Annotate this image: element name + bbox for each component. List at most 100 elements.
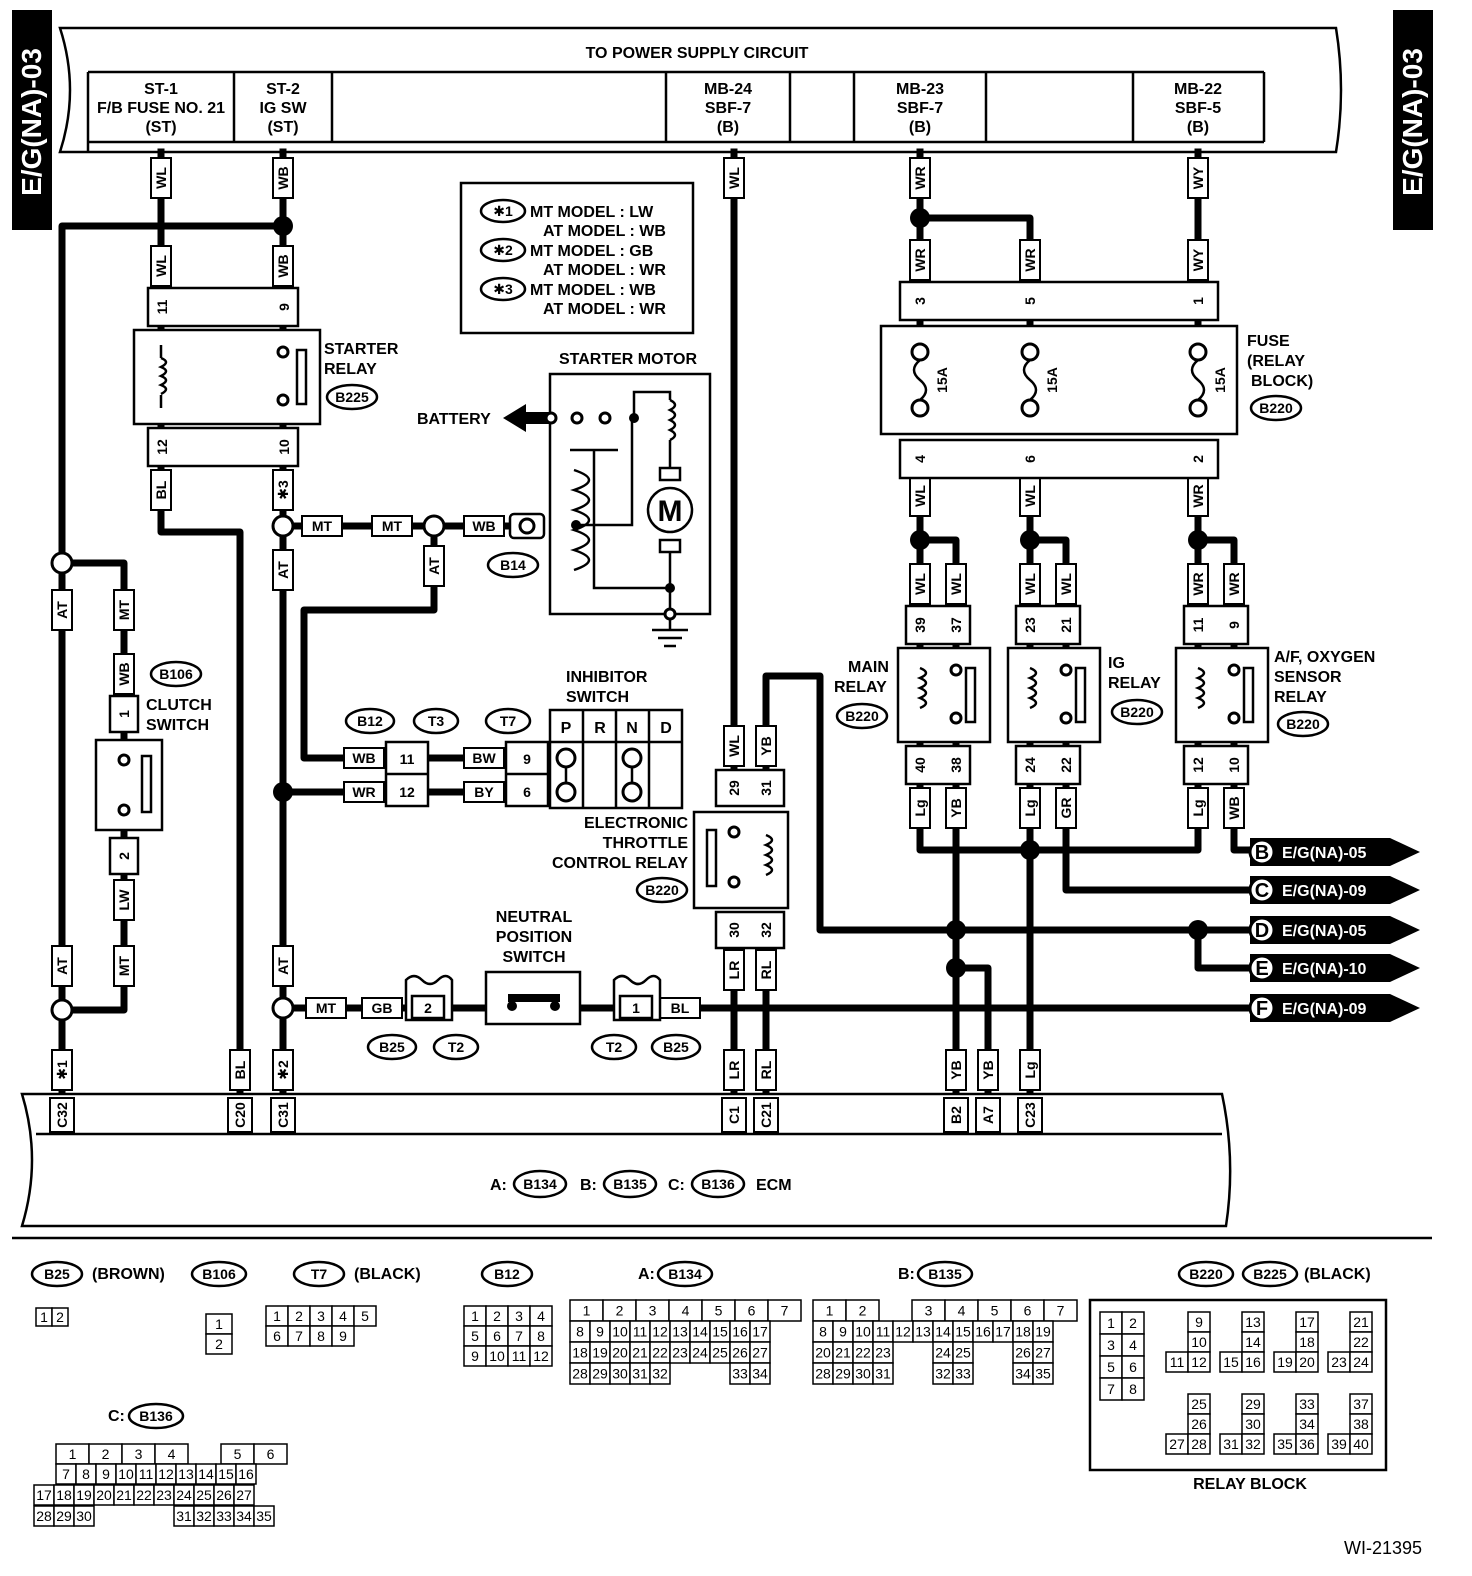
svg-text:B136: B136 <box>701 1176 735 1192</box>
connector-pin-number: 17 <box>1299 1314 1315 1330</box>
connector-pin <box>1241 1433 1265 1455</box>
connector-pin-number: 30 <box>1245 1416 1261 1432</box>
svg-text:BATTERY: BATTERY <box>417 411 491 428</box>
svg-text:RELAY BLOCK: RELAY BLOCK <box>1193 1476 1307 1493</box>
svg-text:STARTER: STARTER <box>324 341 399 358</box>
connector-pin <box>1032 1362 1054 1385</box>
svg-text:MT: MT <box>116 599 132 620</box>
connector-pin-number: 36 <box>1299 1436 1315 1452</box>
side-label-right-text: E/G(NA)-03 <box>1397 48 1428 196</box>
output-references: B E/G(NA)-05 C E/G(NA)-09 D E/G(NA)-05 E… <box>1248 838 1420 1022</box>
connector-pin-number: 35 <box>1277 1436 1293 1452</box>
svg-text:WB: WB <box>275 166 291 189</box>
svg-text:21: 21 <box>1058 617 1074 633</box>
connector-pin-number: 20 <box>96 1487 112 1503</box>
svg-text:11: 11 <box>1190 617 1206 632</box>
svg-text:WB: WB <box>352 750 375 766</box>
connector-pin-number: 26 <box>1191 1416 1207 1432</box>
connector-pin-number: 14 <box>692 1324 708 1340</box>
connector-pin-number: 24 <box>692 1345 708 1361</box>
svg-text:E/G(NA)-05: E/G(NA)-05 <box>1282 845 1367 862</box>
connector-pin-number: 5 <box>234 1446 242 1462</box>
connector-pin-number: 22 <box>1353 1334 1369 1350</box>
connector-pin-number: 27 <box>236 1487 252 1503</box>
svg-text:BL: BL <box>153 480 169 499</box>
connector-pin-number: 17 <box>36 1487 52 1503</box>
svg-text:MT: MT <box>116 955 132 976</box>
svg-text:C:: C: <box>668 1177 685 1194</box>
connector-pin-number: 19 <box>1277 1354 1293 1370</box>
svg-text:✱3: ✱3 <box>493 281 513 297</box>
svg-text:INHIBITOR: INHIBITOR <box>566 669 648 686</box>
svg-text:CONTROL RELAY: CONTROL RELAY <box>552 855 688 872</box>
svg-text:A:: A: <box>638 1266 655 1283</box>
connector-pin-number: 14 <box>1245 1334 1261 1350</box>
connector-pin-number: 16 <box>238 1466 254 1482</box>
connector-pin-number: 28 <box>36 1508 52 1524</box>
svg-text:38: 38 <box>948 757 964 773</box>
svg-text:12: 12 <box>154 439 170 455</box>
svg-text:E/G(NA)-05: E/G(NA)-05 <box>1282 923 1367 940</box>
connector-pin-number: 27 <box>752 1345 768 1361</box>
svg-text:9: 9 <box>523 751 531 767</box>
svg-text:AT: AT <box>275 561 291 579</box>
svg-text:WB: WB <box>116 662 132 685</box>
svg-text:B220: B220 <box>845 708 879 724</box>
ps-st2-l2: IG SW <box>259 100 307 117</box>
svg-text:MT MODEL : WB: MT MODEL : WB <box>530 282 656 299</box>
svg-text:NEUTRAL: NEUTRAL <box>496 909 573 926</box>
connector-pin-number: 17 <box>995 1324 1011 1340</box>
svg-text:FUSE: FUSE <box>1247 333 1290 350</box>
svg-text:C:: C: <box>108 1408 125 1425</box>
connector-pin-number: 15 <box>218 1466 234 1482</box>
svg-text:C1: C1 <box>726 1106 742 1124</box>
svg-text:B134: B134 <box>668 1266 702 1282</box>
connector-pin-number: 14 <box>198 1466 214 1482</box>
connector-pin-number: 2 <box>493 1308 501 1324</box>
svg-text:GR: GR <box>1058 798 1074 819</box>
connector-pin-number: 2 <box>102 1446 110 1462</box>
svg-text:2: 2 <box>1190 455 1206 463</box>
svg-text:BW: BW <box>472 750 496 766</box>
connector-pin-number: 1 <box>273 1308 281 1324</box>
connector-pin-number: 10 <box>612 1324 628 1340</box>
connector-pin-number: 19 <box>76 1487 92 1503</box>
connector-pin-number: 7 <box>295 1328 303 1344</box>
connector-pin <box>1043 1299 1078 1322</box>
svg-text:BL: BL <box>671 1000 690 1016</box>
connector-pin-number: 4 <box>1129 1337 1137 1353</box>
connector-pin-number: 26 <box>1015 1345 1031 1361</box>
svg-text:23: 23 <box>1022 617 1038 633</box>
svg-text:(BLACK): (BLACK) <box>1304 1266 1371 1283</box>
connector-pin-number: 16 <box>732 1324 748 1340</box>
connector-pin-number: 7 <box>62 1466 70 1482</box>
svg-text:Lg: Lg <box>1022 1061 1038 1078</box>
connector-pin-number: 7 <box>781 1303 789 1319</box>
svg-text:31: 31 <box>758 780 774 796</box>
svg-text:YB: YB <box>980 1060 996 1079</box>
svg-text:B25: B25 <box>379 1039 405 1055</box>
svg-text:30: 30 <box>726 922 742 938</box>
connector-pin-number: 23 <box>875 1345 891 1361</box>
svg-text:40: 40 <box>912 757 928 773</box>
connector-pin-number: 8 <box>576 1324 584 1340</box>
svg-text:B106: B106 <box>202 1266 236 1282</box>
ps-st1-l2: F/B FUSE NO. 21 <box>97 100 225 117</box>
ps-st1-l3: (ST) <box>145 119 176 136</box>
svg-text:T2: T2 <box>606 1039 623 1055</box>
svg-text:1: 1 <box>1190 297 1206 305</box>
connector-pin <box>353 1305 377 1327</box>
svg-text:E/G(NA)-10: E/G(NA)-10 <box>1282 961 1367 978</box>
svg-text:WB: WB <box>1226 796 1242 819</box>
clutch-switch: 1 2 B106 CLUTCH SWITCH <box>94 660 212 876</box>
connector-pin-number: 25 <box>1191 1396 1207 1412</box>
ps-st2-l1: ST-2 <box>266 81 300 98</box>
connector-pin-number: 24 <box>1353 1354 1369 1370</box>
connector-pin-number: 9 <box>471 1348 479 1364</box>
connector-pin-number: 1 <box>215 1316 223 1332</box>
connector-pin-number: 33 <box>955 1366 971 1382</box>
svg-text:1: 1 <box>116 710 132 718</box>
connector-pin <box>767 1299 802 1322</box>
svg-text:WR: WR <box>352 784 375 800</box>
